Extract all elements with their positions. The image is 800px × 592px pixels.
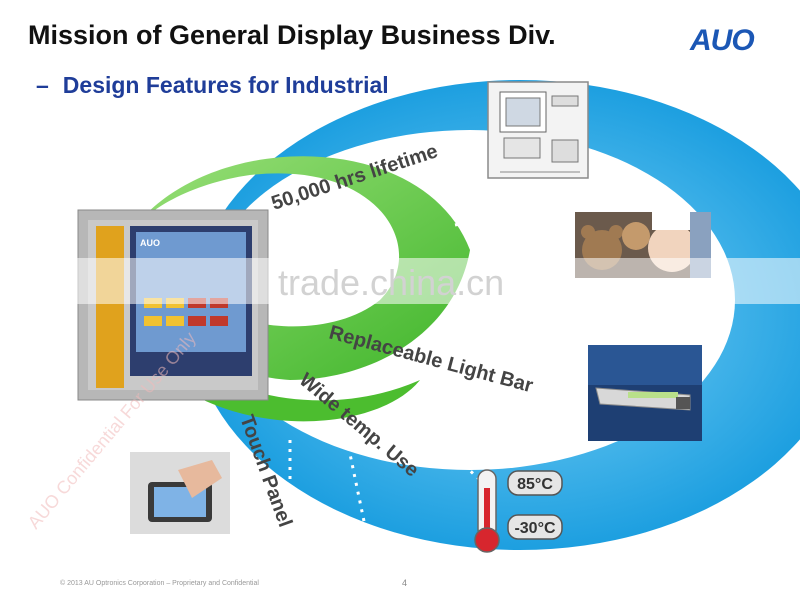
slide-title: Mission of General Display Business Div. — [28, 20, 556, 50]
subtitle-bullet: – — [36, 72, 49, 98]
subtitle-text: Design Features for Industrial — [62, 72, 389, 98]
page-number: 4 — [402, 578, 408, 588]
kiosk-icon — [487, 81, 589, 179]
touch-hand-icon — [130, 452, 230, 534]
watermark-banner — [0, 258, 800, 304]
temp-high-label: 85°C — [517, 476, 553, 493]
slide-footer: © 2013 AU Optronics Corporation – Propri… — [60, 580, 259, 587]
temp-low-badge: -30°C — [507, 514, 563, 540]
thermometer-icon — [474, 469, 500, 553]
auo-logo: AUO — [690, 24, 755, 57]
hmi-brand: AUO — [140, 238, 160, 248]
temp-high-badge: 85°C — [507, 470, 563, 496]
temp-low-label: -30°C — [514, 520, 556, 537]
light-bar-photo — [588, 345, 702, 441]
slide-subtitle: –Design Features for Industrial — [36, 72, 389, 99]
site-watermark: trade.china.cn — [278, 262, 505, 303]
